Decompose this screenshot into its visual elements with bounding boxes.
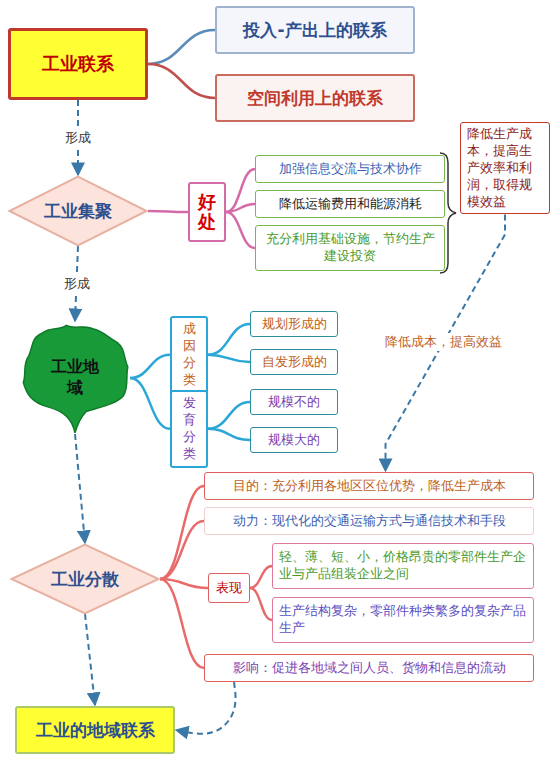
node-text: 投入-产出上的联系	[243, 19, 386, 41]
node-text: 空间利用上的联系	[247, 87, 383, 109]
node-text: 发育分类	[178, 395, 200, 463]
node-text: 影响：促进各地域之间人员、货物和信息的流动	[233, 660, 506, 677]
node-text: 加强信息交流与技术协作	[279, 161, 422, 178]
node-text: 工业分散	[51, 568, 119, 590]
branch-line	[226, 169, 255, 212]
branch-line	[250, 566, 272, 588]
node-text: 成因分类	[178, 321, 200, 389]
branch-line	[130, 378, 170, 429]
topic-box: 空间利用上的联系	[215, 74, 415, 122]
branch-line	[208, 429, 250, 440]
node-text: 生产结构复杂，零部件种类繁多的复杂产品生产	[279, 603, 527, 637]
group-box: 发育分类	[170, 390, 208, 468]
leaf-box: 加强信息交流与技术协作	[255, 155, 445, 183]
leaf-box: 规划形成的	[250, 311, 338, 337]
summary-box: 降低生产成本，提高生产效率和利润，取得规模效益	[460, 122, 550, 214]
node-text: 好处	[198, 192, 216, 232]
leaf-box: 目的：充分利用各地区区位优势，降低生产成本	[204, 472, 534, 500]
leaf-box: 充分利用基础设施，节约生产建设投资	[255, 225, 445, 271]
edge-label: 降低成本，提高效益	[383, 333, 504, 351]
leaf-box: 规模不的	[250, 389, 338, 415]
branch-line	[148, 30, 215, 64]
flow-arrow	[85, 614, 95, 705]
branch-line	[160, 521, 204, 579]
branch-line	[130, 355, 170, 378]
node-text: 目的：充分利用各地区区位优势，降低生产成本	[233, 478, 506, 495]
node-text: 工业的地域联系	[36, 719, 155, 741]
branch-line	[148, 64, 215, 98]
flow-arrow	[176, 682, 236, 734]
branch-line	[226, 204, 255, 212]
node-text: 工业集聚	[44, 200, 112, 222]
leaf-box: 影响：促进各地域之间人员、货物和信息的流动	[204, 654, 534, 682]
branch-line	[208, 324, 250, 355]
leaf-box: 动力：现代化的交通运输方式与通信技术和手段	[204, 507, 534, 535]
leaf-box: 生产结构复杂，零部件种类繁多的复杂产品生产	[272, 597, 534, 643]
decision-diamond: 工业分散	[10, 544, 160, 614]
leaf-box: 轻、薄、短、小，价格昂贵的零部件生产企业与产品组装企业之间	[272, 543, 534, 589]
leaf-box: 降低运输费用和能源消耗	[255, 190, 445, 218]
edge-label: 形成	[63, 129, 93, 147]
group-box: 成因分类	[170, 316, 208, 394]
node-text: 降低运输费用和能源消耗	[279, 196, 422, 213]
branch-line	[208, 402, 250, 429]
branch-line	[226, 212, 255, 248]
branch-line	[208, 355, 250, 362]
main-box: 工业联系	[8, 28, 148, 100]
node-text: 动力：现代化的交通运输方式与通信技术和手段	[233, 513, 506, 530]
node-text: 工业联系	[42, 52, 114, 75]
branch-line	[148, 211, 188, 212]
leaf-box: 规模大的	[250, 427, 338, 453]
node-text: 规模不的	[268, 394, 320, 411]
node-text: 充分利用基础设施，节约生产建设投资	[262, 231, 438, 265]
topic-box: 投入-产出上的联系	[215, 6, 415, 54]
flow-arrow	[75, 434, 85, 543]
group-box: 好处	[188, 182, 226, 242]
branch-line	[160, 579, 204, 668]
edge-label: 形成	[62, 275, 92, 293]
node-text: 表现	[216, 580, 242, 597]
node-text: 工业地域	[44, 357, 106, 399]
node-text: 规划形成的	[262, 316, 327, 333]
leaf-box: 自发形成的	[250, 349, 338, 375]
node-text: 轻、薄、短、小，价格昂贵的零部件生产企业与产品组装企业之间	[279, 549, 527, 583]
main-box: 工业的地域联系	[15, 706, 175, 754]
node-text: 降低生产成本，提高生产效率和利润，取得规模效益	[467, 126, 543, 210]
decision-diamond: 工业集聚	[8, 176, 148, 246]
leaf-shape: 工业地域	[20, 322, 130, 434]
node-text: 自发形成的	[262, 354, 327, 371]
branch-line	[250, 588, 272, 620]
branch-line	[160, 486, 204, 579]
group-box: 表现	[208, 573, 250, 603]
node-text: 规模大的	[268, 432, 320, 449]
